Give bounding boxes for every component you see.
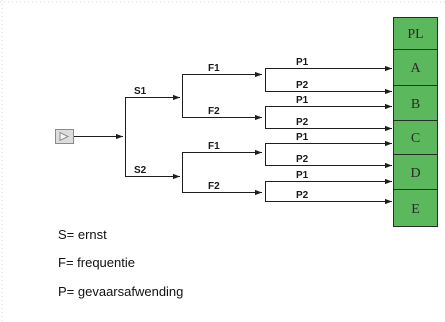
legend-frequency: F= frequentie — [58, 255, 135, 270]
pl-header-label: PL — [407, 27, 423, 42]
pl-level-label-e: E — [411, 202, 420, 217]
pl-level-cell-a — [393, 49, 438, 86]
pl-level-cell-e — [393, 189, 438, 227]
performance-level-column: PL A B C D E — [393, 17, 438, 227]
legend: S= ernst F= frequentie P= gevaarsafwendi… — [58, 227, 183, 299]
avoidance-label-s2-f2-p2: P2 — [296, 190, 309, 201]
avoidance-label-s2-f2-p1: P1 — [296, 170, 309, 181]
avoidance-label-s2-f1-p2: P2 — [296, 154, 309, 165]
severity-label-s2: S2 — [134, 165, 147, 176]
play-icon — [59, 131, 70, 142]
severity-label-s1: S1 — [134, 86, 147, 97]
pl-level-label-a: A — [410, 61, 421, 76]
start-node[interactable] — [55, 129, 74, 144]
frequency-label-s2-f2: F2 — [208, 181, 220, 192]
frequency-label-s1-f2: F2 — [208, 106, 220, 117]
pl-level-label-c: C — [411, 131, 420, 146]
avoidance-label-s1-f1-p1: P1 — [296, 57, 309, 68]
avoidance-label-s2-f1-p1: P1 — [296, 132, 309, 143]
pl-level-cell-b — [393, 85, 438, 121]
pl-level-label-d: D — [410, 166, 420, 181]
pl-level-cell-d — [393, 154, 438, 190]
avoidance-label-s1-f1-p2: P2 — [296, 80, 309, 91]
pl-level-label-b: B — [411, 97, 420, 112]
pl-header-cell — [393, 17, 438, 50]
frequency-label-s2-f1: F1 — [208, 141, 220, 152]
avoidance-label-s1-f2-p1: P1 — [296, 95, 309, 106]
legend-severity: S= ernst — [58, 227, 107, 242]
legend-avoidance: P= gevaarsafwending — [58, 284, 183, 299]
avoidance-label-s1-f2-p2: P2 — [296, 117, 309, 128]
frequency-label-s1-f1: F1 — [208, 63, 220, 74]
